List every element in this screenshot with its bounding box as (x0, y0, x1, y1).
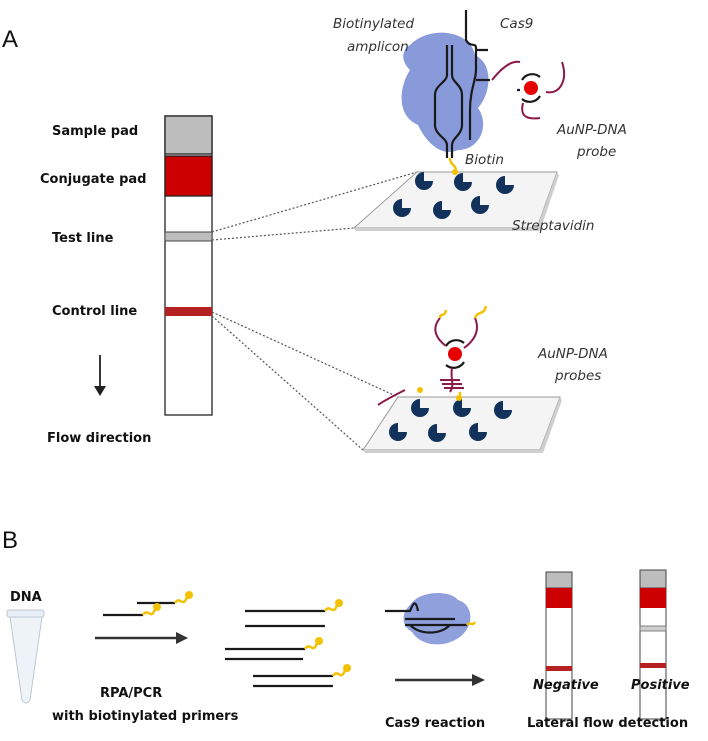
control-line (165, 307, 212, 316)
primers-icon (103, 591, 193, 617)
arrow-icon (395, 674, 485, 686)
conjugate-pad (164, 155, 213, 197)
cas9-reaction-label: Cas9 reaction (385, 716, 485, 731)
tube-icon (6, 609, 45, 704)
positive-strip (639, 569, 667, 720)
negative-strip (545, 571, 573, 720)
lateral-flow-strip (164, 115, 213, 416)
aunp-dna-probes-label-2: probes (554, 368, 601, 384)
rpa-pcr-label-2: with biotinylated primers (52, 709, 239, 724)
cas9-label: Cas9 (500, 16, 533, 32)
zoom-line (211, 311, 399, 398)
panel-label-a: A (2, 26, 18, 53)
test-line-label: Test line (52, 231, 114, 246)
sample-pad (164, 115, 213, 155)
amplicons-icon (225, 599, 351, 688)
aunp-dna-probe-icon (491, 60, 565, 120)
dna-label: DNA (10, 590, 42, 605)
biotinylated-amplicon-label-2: amplicon (347, 39, 409, 55)
arrow-icon (95, 632, 188, 644)
aunp-dna-probes-icon (377, 305, 488, 406)
streptavidin-icons (389, 399, 512, 442)
zoom-line (211, 315, 364, 451)
aunp-dna-probe-label: AuNP-DNA (556, 122, 627, 138)
conjugate-pad-label: Conjugate pad (40, 172, 146, 187)
flow-arrow-icon (94, 355, 106, 396)
panel-label-b: B (2, 527, 18, 554)
negative-label: Negative (533, 678, 599, 693)
positive-label: Positive (631, 678, 690, 693)
cas9-reaction-icon (385, 593, 477, 645)
cas9-complex-icon (401, 10, 490, 175)
aunp-dna-probe-label-2: probe (576, 144, 616, 160)
control-line-label: Control line (52, 304, 137, 319)
rpa-pcr-label: RPA/PCR (100, 686, 162, 701)
streptavidin-icons (393, 172, 514, 219)
zoom-line (211, 227, 355, 241)
test-line (164, 231, 213, 242)
biotinylated-amplicon-label: Biotinylated (333, 16, 414, 32)
biotin-label: Biotin (465, 152, 504, 168)
lateral-flow-detection-label: Lateral flow detection (527, 716, 688, 731)
sample-pad-label: Sample pad (52, 124, 138, 139)
flow-direction-label: Flow direction (47, 431, 151, 446)
streptavidin-label: Streptavidin (512, 218, 594, 234)
aunp-dna-probes-label: AuNP-DNA (537, 346, 608, 362)
